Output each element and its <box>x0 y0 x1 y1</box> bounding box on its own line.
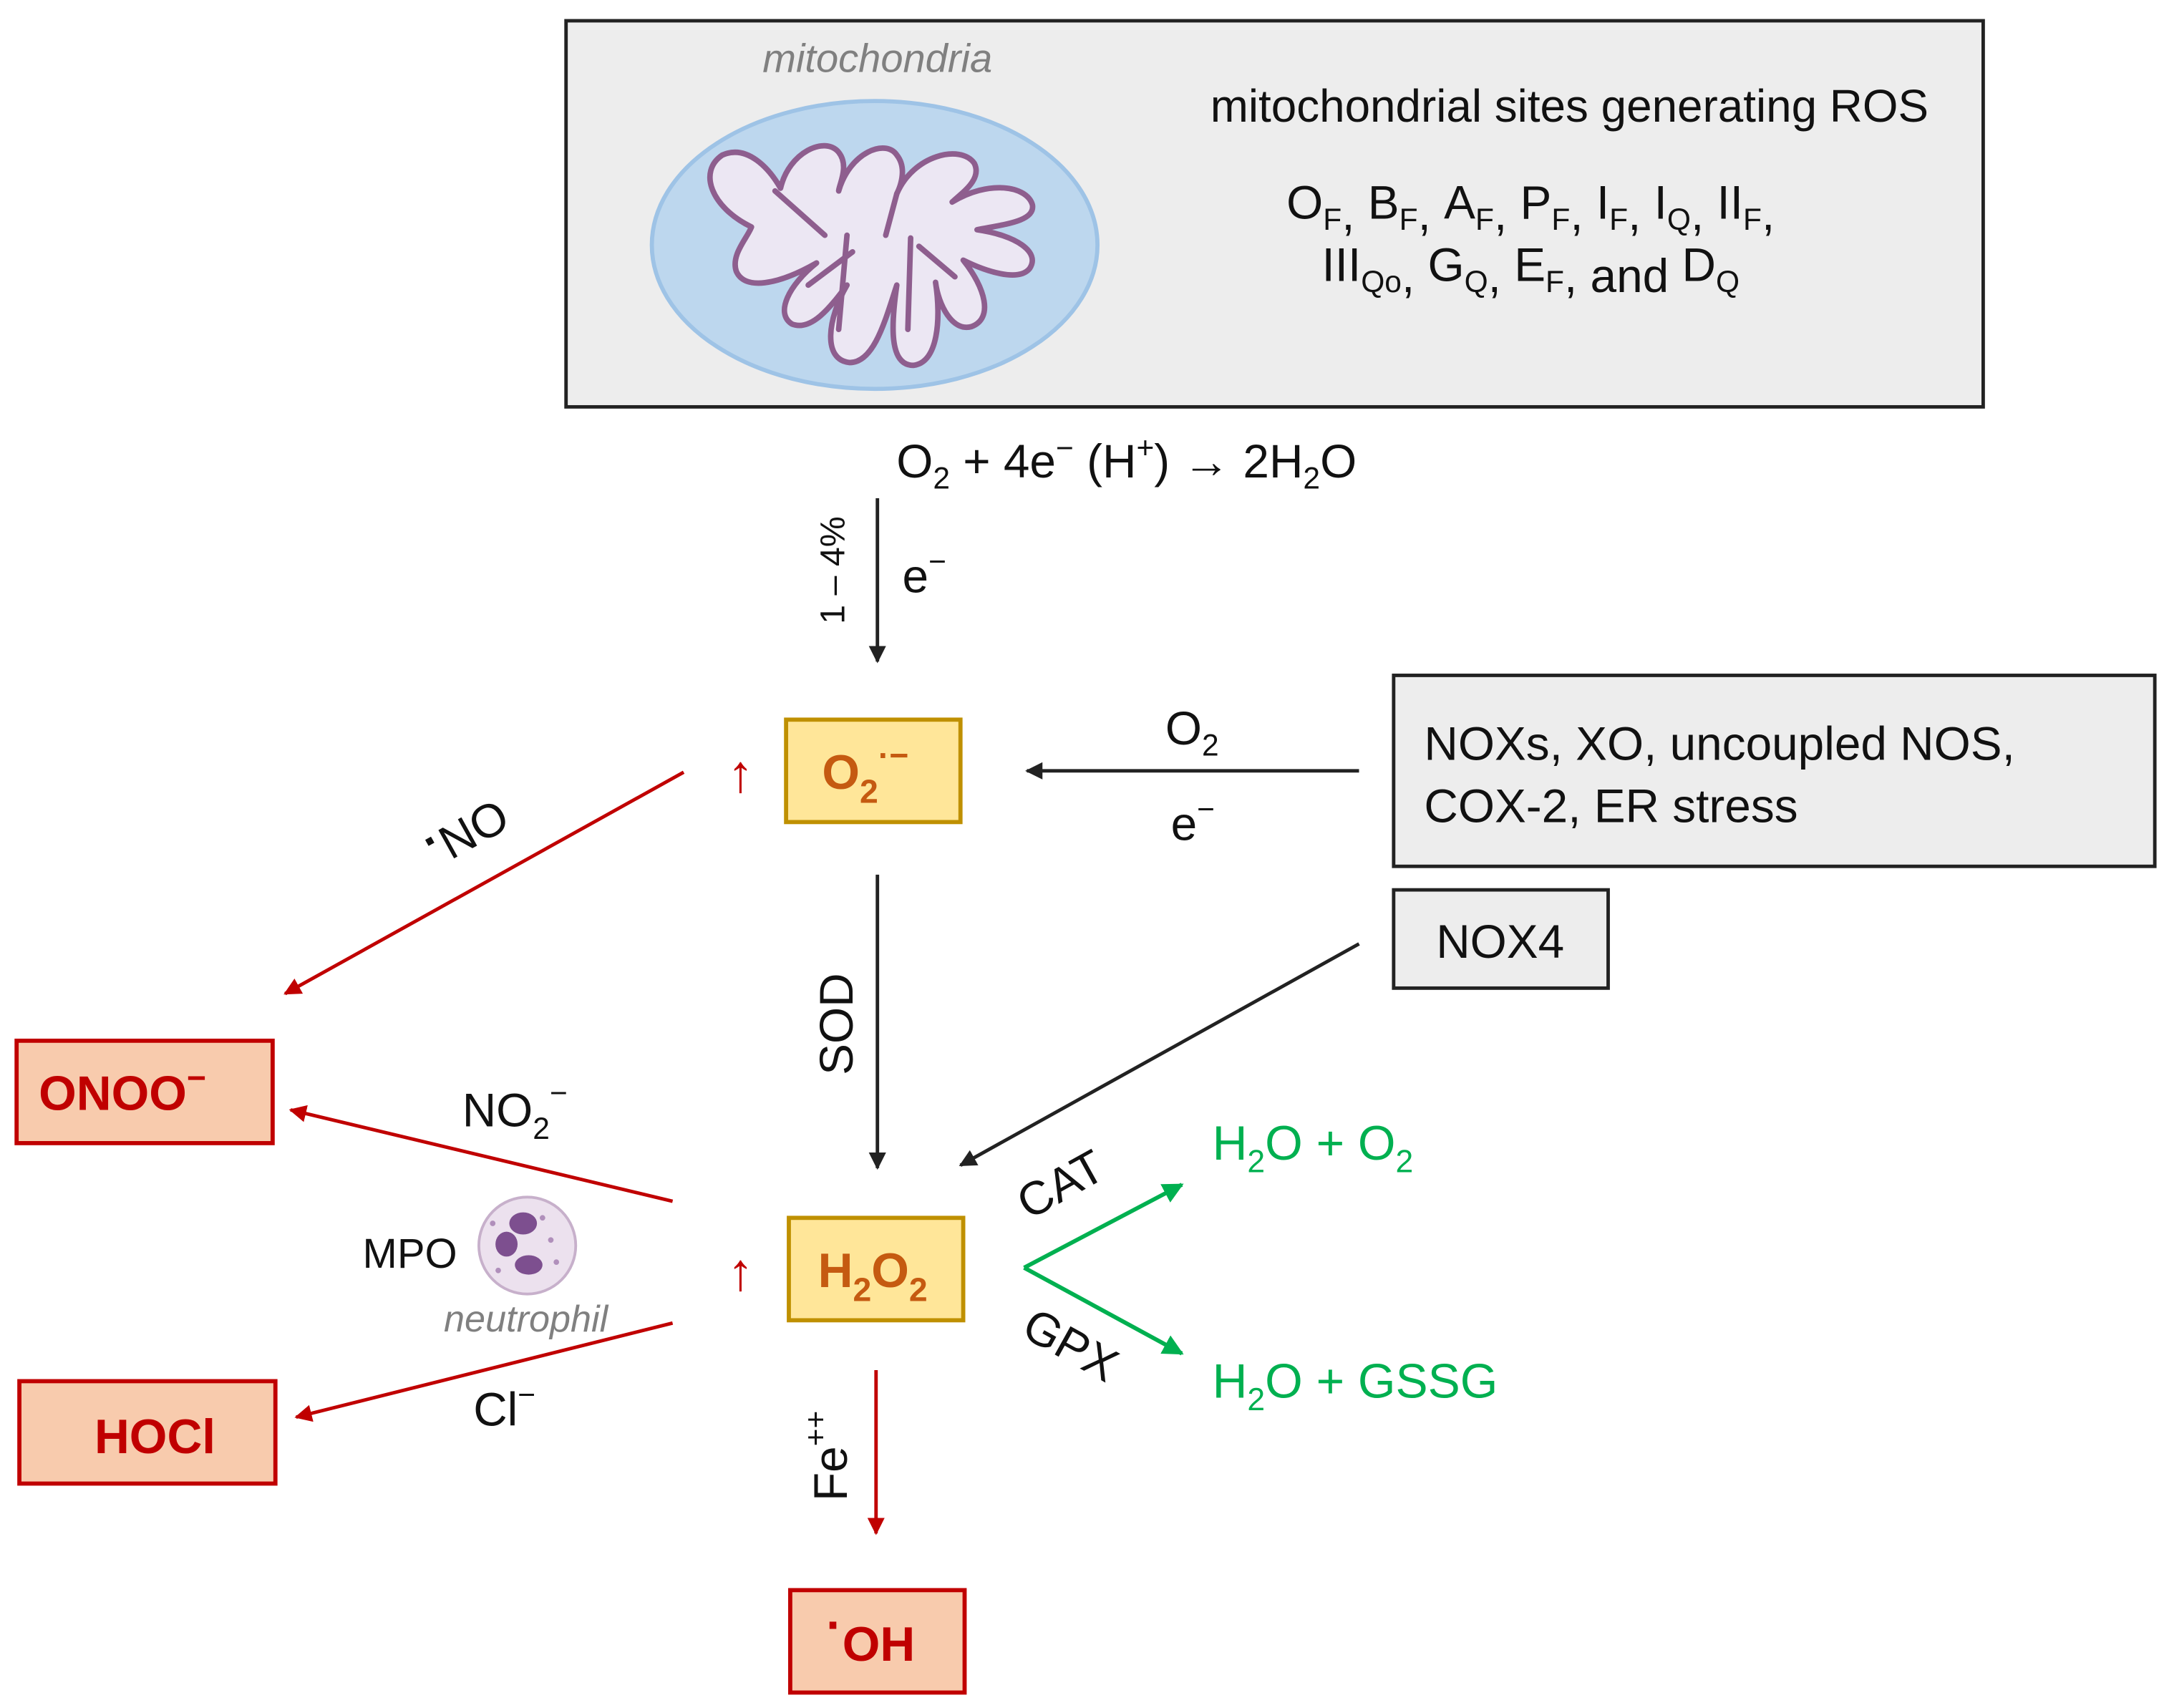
nox4-label: NOX4 <box>1436 915 1564 968</box>
nox4-to-h2o2-arrow <box>959 942 1360 1167</box>
ros-sources-box: NOXs, XO, uncoupled NOS, COX-2, ER stres… <box>1392 674 2157 868</box>
catalase-product: H2O + O2 <box>1213 1117 1414 1179</box>
hydroxyl-radical-label: ·OH <box>826 1598 915 1671</box>
hydrogen-peroxide-label: H2O2 <box>818 1244 928 1308</box>
line1-site-3: P <box>1520 175 1552 228</box>
catalase-label: CAT <box>1008 1139 1113 1229</box>
line2-site-2: E <box>1514 238 1546 291</box>
nitrite-label: NO2− <box>462 1076 568 1146</box>
sources-arrow-o2: O2 <box>1165 702 1219 762</box>
leak-percent: 1 – 4% <box>813 516 852 623</box>
mitochondrion-illustration <box>649 99 1100 392</box>
hypochlorous-box: HOCl <box>17 1379 278 1486</box>
line1-site-1: B <box>1368 175 1399 228</box>
nox4-box: NOX4 <box>1392 888 1610 990</box>
line2-site-0: III <box>1321 238 1361 291</box>
gpx-label: GPX <box>1014 1297 1127 1392</box>
peroxynitrite-label: ONOO− <box>39 1059 206 1121</box>
line1-site-6: II <box>1717 175 1744 228</box>
peroxynitrite-box: ONOO− <box>14 1038 275 1145</box>
line2-site-3: D <box>1682 238 1715 291</box>
line2-site-1: G <box>1427 238 1464 291</box>
sources-line-1: NOXs, XO, uncoupled NOS, <box>1424 717 2015 770</box>
sources-arrow-electron: e− <box>1171 792 1215 850</box>
sites-line-1: OF, BF, AF, PF, IF, IQ, IIF, <box>1286 175 1775 239</box>
iron-label: Fe++ <box>799 1411 857 1501</box>
superoxide-label: O2·− <box>822 737 908 810</box>
gpx-product: H2O + GSSG <box>1213 1355 1498 1417</box>
neutrophil-icon <box>477 1195 578 1296</box>
chloride-label: Cl− <box>473 1377 535 1435</box>
no-radical-label: ·NO <box>411 779 518 877</box>
sod-label: SOD <box>810 973 863 1074</box>
leak-electron: e− <box>903 544 946 602</box>
mitochondria-panel: mitochondria mitochondrial sites generat… <box>564 19 1985 409</box>
no-radical-arrow <box>283 770 685 996</box>
superoxide-box: O2·− <box>784 717 963 825</box>
mpo-label: MPO <box>363 1231 457 1277</box>
mitochondria-label: mitochondria <box>762 36 992 81</box>
nitrite-arrow <box>288 1105 674 1203</box>
superoxide-increase-arrow: ↑ <box>727 744 754 803</box>
neutrophil-label: neutrophil <box>444 1299 609 1340</box>
overall-reaction: O2 + 4e− (H+) → 2H2O <box>896 431 1357 496</box>
h2o2-increase-arrow: ↑ <box>727 1242 754 1301</box>
sites-title: mitochondrial sites generating ROS <box>1211 80 1928 132</box>
line1-site-2: A <box>1444 175 1475 228</box>
line1-site-0: O <box>1286 175 1323 228</box>
hypochlorous-label: HOCl <box>94 1410 215 1464</box>
gpx-arrow <box>1023 1266 1184 1356</box>
catalase-arrow <box>1023 1183 1184 1270</box>
line1-site-4: I <box>1596 175 1609 228</box>
line1-site-5: I <box>1654 175 1667 228</box>
hydroxyl-radical-box: ·OH <box>788 1588 967 1695</box>
sources-line-2: COX-2, ER stress <box>1424 779 1797 832</box>
hydrogen-peroxide-box: H2O2 <box>787 1216 966 1323</box>
chloride-arrow <box>294 1321 674 1422</box>
sites-line-2: IIIQo, GQ, EF, and DQ <box>1321 238 1740 301</box>
